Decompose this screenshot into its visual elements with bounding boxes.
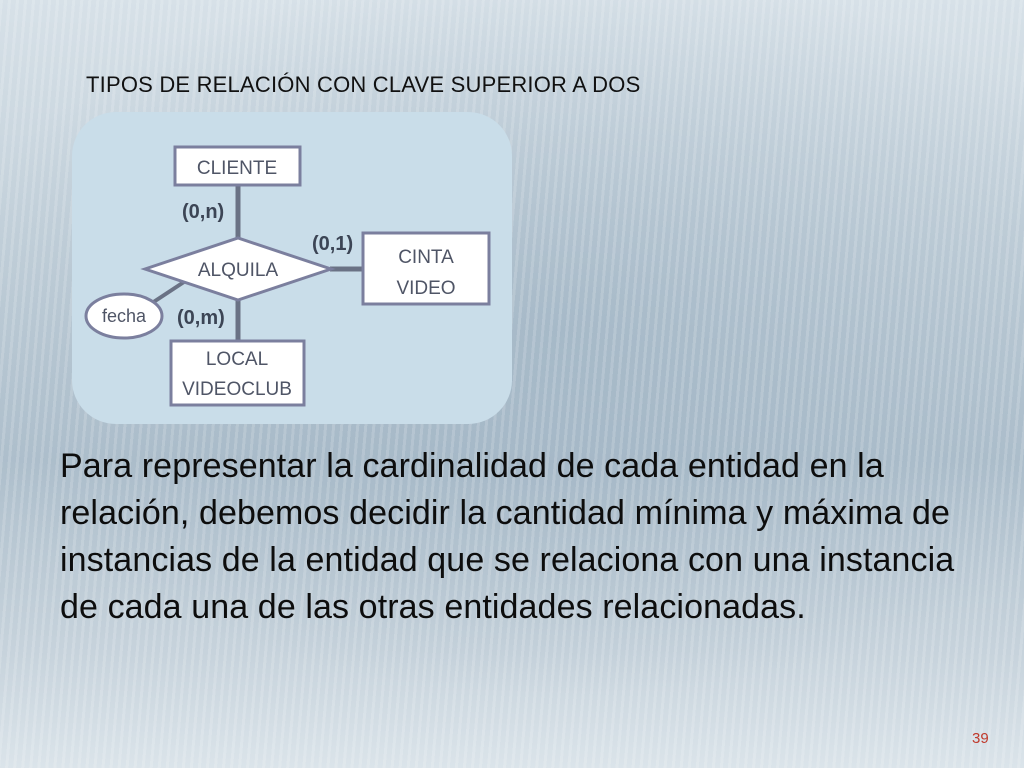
entity-local-videoclub-label-line-2: VIDEOCLUB bbox=[182, 379, 292, 400]
page-number: 39 bbox=[972, 730, 989, 747]
slide-title: TIPOS DE RELACIÓN CON CLAVE SUPERIOR A D… bbox=[86, 72, 641, 97]
entity-cinta-video-label-line-1: CINTA bbox=[398, 247, 454, 268]
entity-cliente-box bbox=[173, 145, 302, 187]
relationship-alquila[interactable]: ALQUILA bbox=[140, 236, 336, 302]
attribute-fecha[interactable]: fecha bbox=[84, 292, 164, 340]
attribute-fecha-ellipse bbox=[84, 292, 164, 340]
cardinality-local-videoclub: (0,m) bbox=[177, 307, 225, 329]
relationship-diamond bbox=[140, 236, 336, 302]
entity-local-videoclub[interactable]: LOCAL VIDEOCLUB bbox=[169, 339, 306, 407]
entity-cliente[interactable]: CLIENTE bbox=[173, 145, 302, 187]
body-paragraph: Para representar la cardinalidad de cada… bbox=[60, 447, 955, 626]
entity-cinta-video-label-line-2: VIDEO bbox=[396, 278, 455, 299]
cardinality-cinta-video: (0,1) bbox=[312, 233, 353, 255]
attribute-fecha-label: fecha bbox=[102, 306, 147, 326]
entity-local-videoclub-box bbox=[169, 339, 306, 407]
cardinality-cliente: (0,n) bbox=[182, 201, 224, 223]
entity-cinta-video-box bbox=[361, 231, 491, 306]
entity-cliente-label: CLIENTE bbox=[197, 158, 277, 179]
relationship-label: ALQUILA bbox=[198, 260, 279, 281]
entity-cinta-video[interactable]: CINTA VIDEO bbox=[361, 231, 491, 306]
entity-local-videoclub-label-line-1: LOCAL bbox=[206, 349, 268, 370]
